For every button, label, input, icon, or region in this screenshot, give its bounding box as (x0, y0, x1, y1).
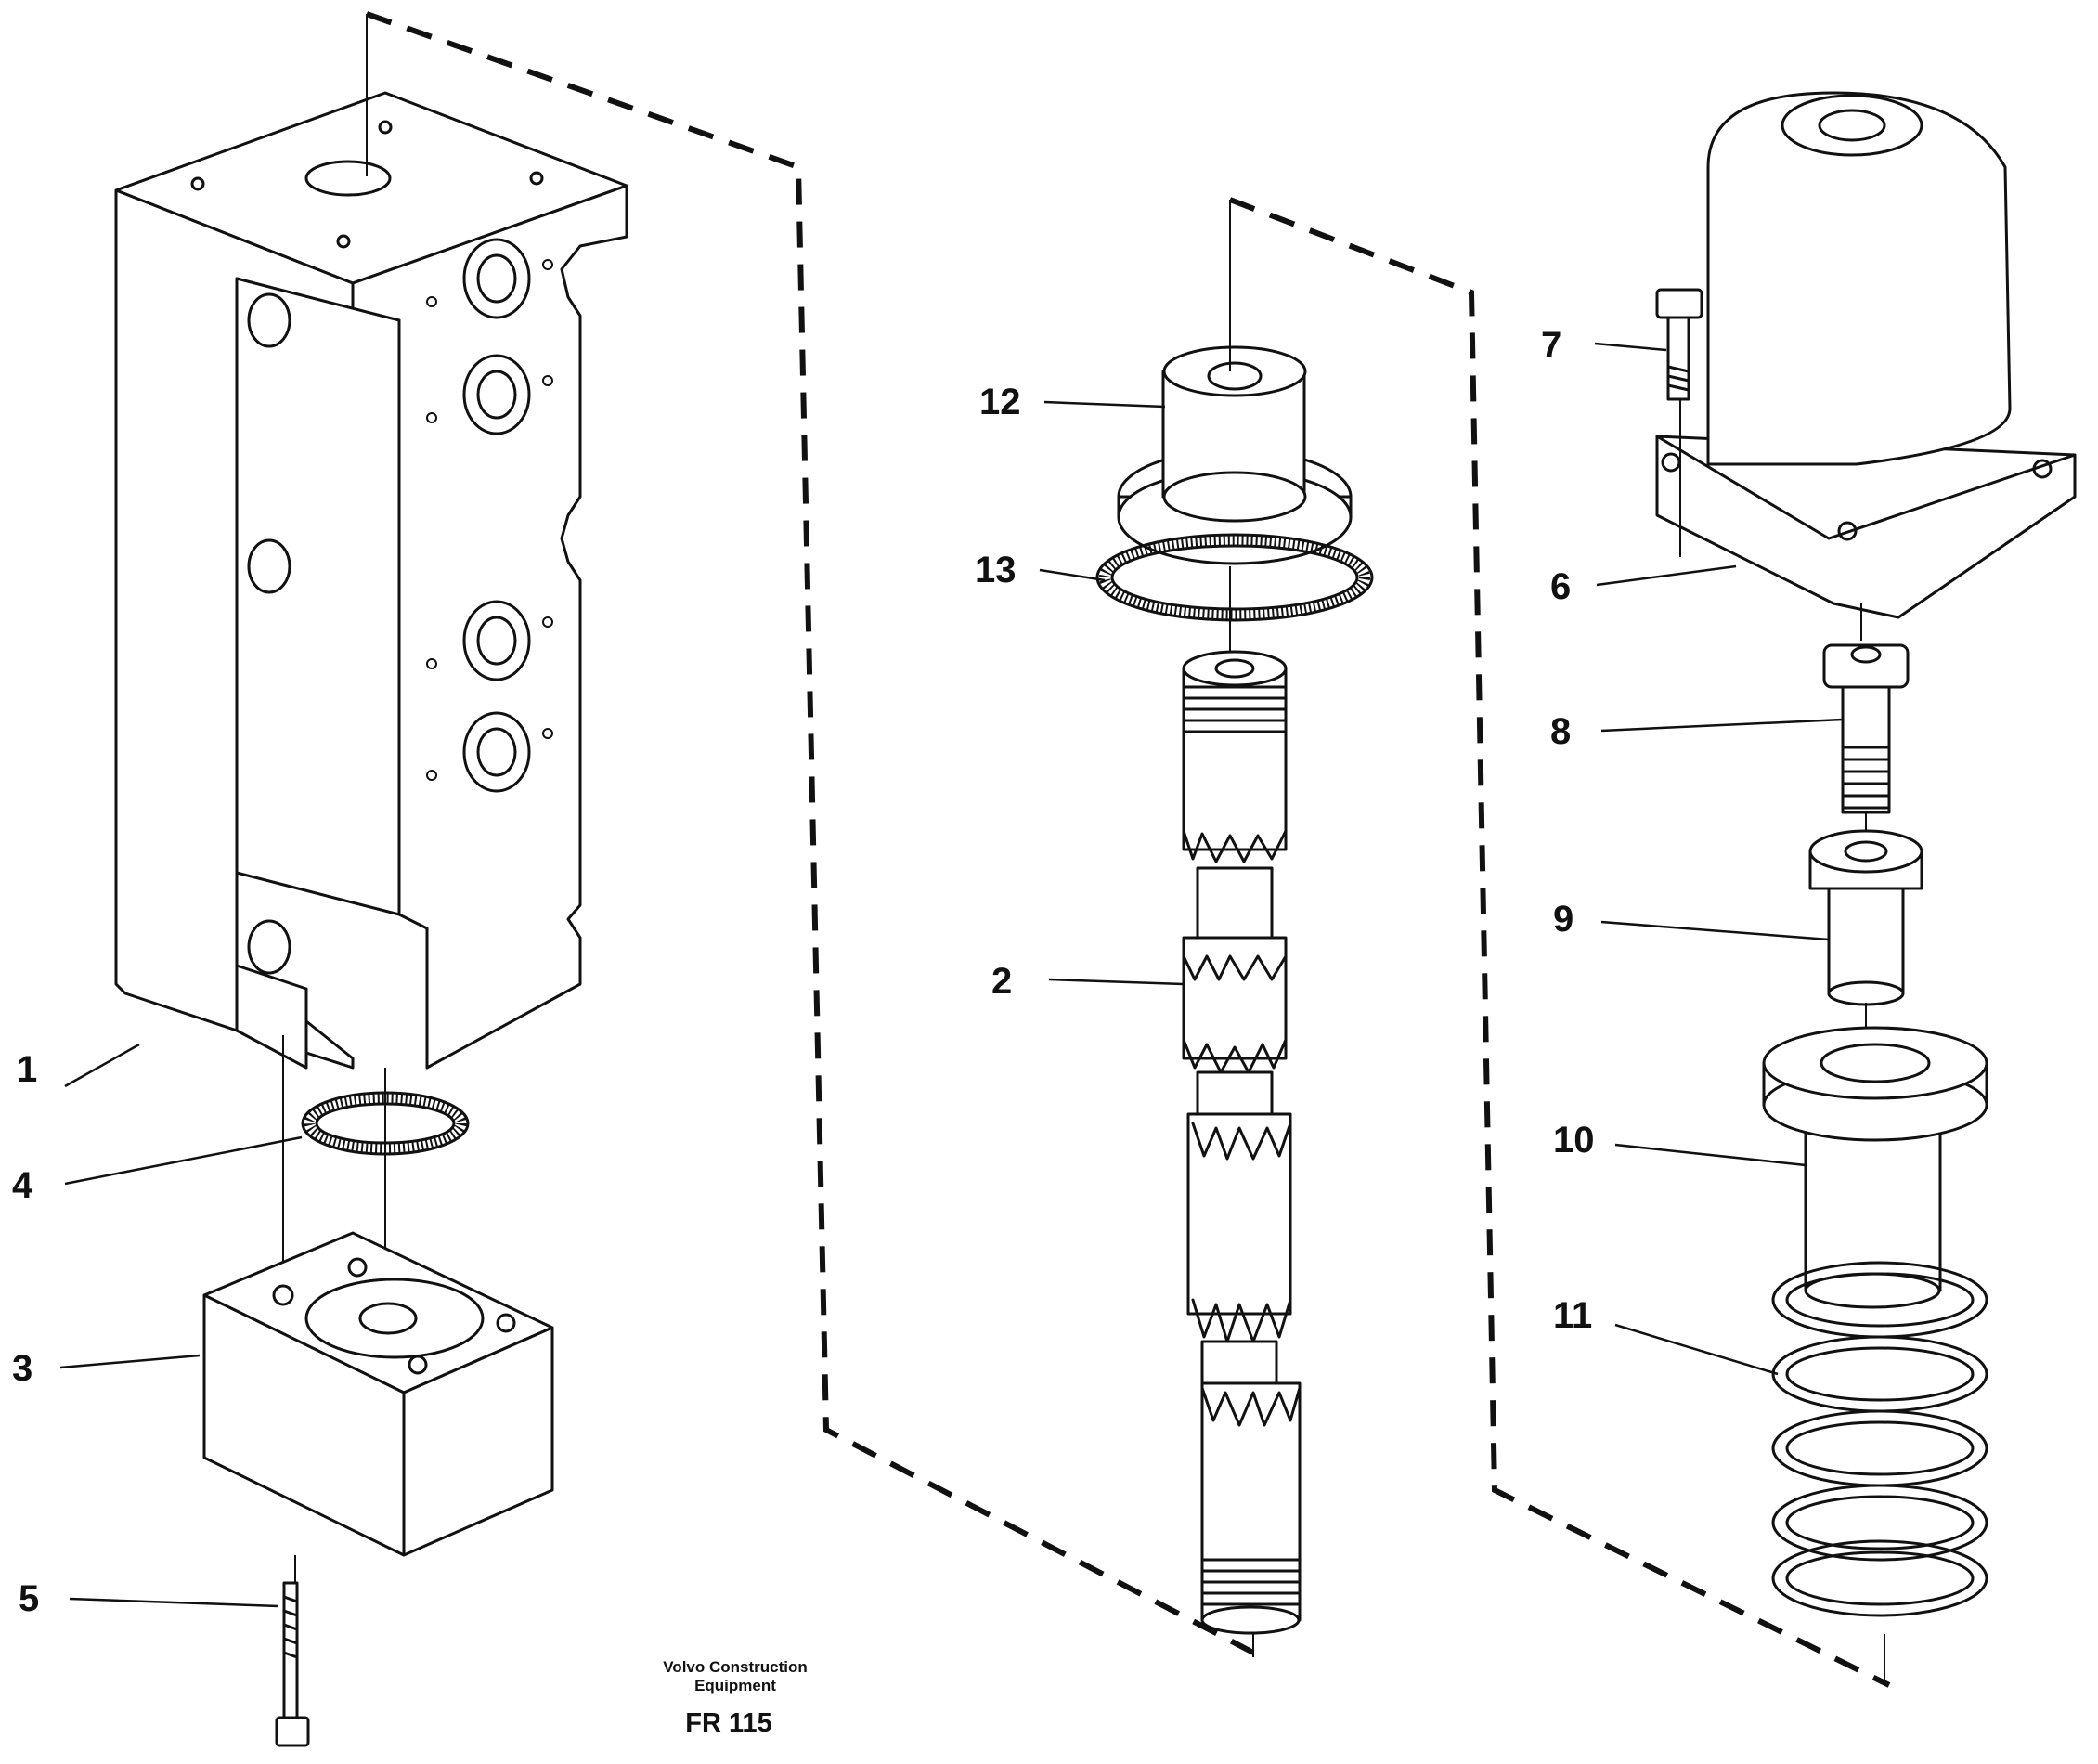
part-1-valve-housing (114, 91, 628, 1070)
caption-manufacturer-line2: Equipment (694, 1677, 776, 1694)
part-5-screw (275, 1555, 310, 1747)
part-11-spring (1771, 1261, 1988, 1617)
callout-10: 10 (1553, 1120, 1595, 1161)
caption-manufacturer: Volvo Construction (663, 1658, 808, 1676)
drawing-code: FR 115 (685, 1708, 772, 1738)
callout-7: 7 (1541, 325, 1561, 366)
callout-5: 5 (19, 1578, 39, 1619)
part-13-seal-ring (1095, 533, 1374, 622)
callout-13: 13 (975, 550, 1017, 590)
part-9-bushing (1808, 829, 1923, 1006)
callout-6: 6 (1550, 566, 1571, 607)
callout-9: 9 (1553, 899, 1574, 940)
callout-8: 8 (1550, 711, 1571, 752)
callout-2: 2 (991, 961, 1012, 1002)
part-4-o-ring (301, 1091, 470, 1156)
part-7-screw (1655, 288, 1703, 401)
part-12-cap (1117, 345, 1353, 565)
callout-11: 11 (1553, 1295, 1592, 1336)
part-10-spring-seat (1762, 1026, 1988, 1309)
part-8-screw (1822, 643, 1910, 814)
callout-3: 3 (12, 1348, 32, 1389)
assembly-outline-left (365, 11, 1255, 1655)
assembly-outline-right (1228, 197, 1891, 1688)
part-6-cover-housing (1655, 91, 2077, 619)
callout-1: 1 (17, 1049, 37, 1090)
part-2-spool (1182, 650, 1302, 1635)
part-3-cover-block (202, 1231, 554, 1557)
callout-12: 12 (979, 382, 1021, 422)
callout-4: 4 (12, 1165, 33, 1206)
leader-lines (59, 342, 1844, 1608)
